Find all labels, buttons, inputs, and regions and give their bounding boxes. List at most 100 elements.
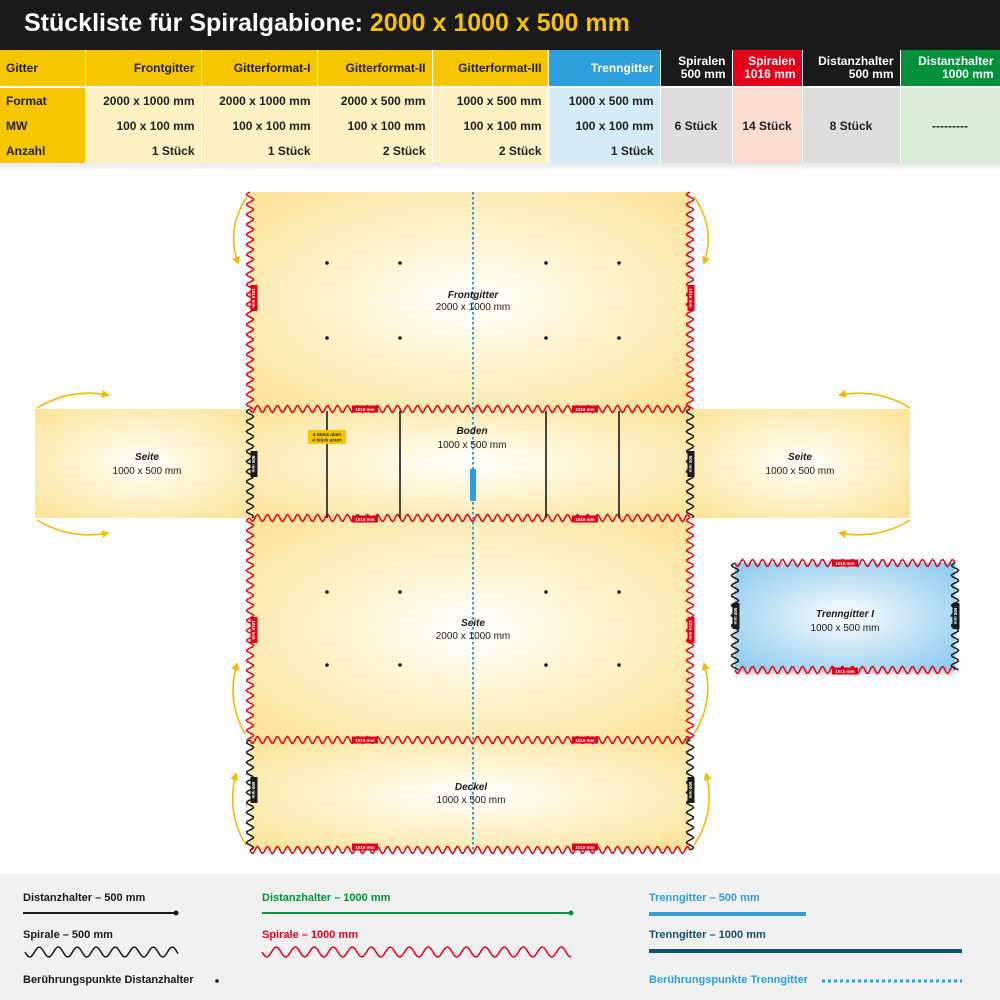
spiral-tag-7: 1016 mm [352,843,378,851]
fold-arrow-6 [838,519,911,539]
cell-spiralen-1016-count: 14 Stück [732,87,803,163]
spiral-deckel-bottom [249,845,691,855]
label-seite-left-name: Seite [135,452,159,463]
fold-arrow-1 [232,196,248,265]
panel-trenngitter [735,563,955,670]
legend-label-beruehrungspunkte-trenngitter: Berührungspunkte Trenngitter [649,974,808,986]
contact-point-6 [398,336,402,340]
distance-note-bottom: 4 Stück unten [312,438,342,443]
fold-arrow-5 [838,389,911,409]
header-gitterformat-1: Gitterformat-I [201,50,318,88]
spiral-tag-bg [352,736,378,744]
label-trenngitter-name: Trenngitter I [816,609,874,620]
label-deckel-name: Deckel [455,782,487,793]
cell-anzahl-frontgitter: 1 Stück [85,138,202,163]
contact-point-11 [544,590,548,594]
cell-mw-gitterformat-1: 100 x 100 mm [201,113,318,138]
contact-point-5 [325,336,329,340]
spiral-boden-left [245,408,255,519]
parts-table: Gitter Frontgitter Gitterformat-I Gitter… [0,50,1000,163]
spiral-tag-label: 1016 mm [835,669,854,674]
spiral-tag-label: 1016 mm [355,845,374,850]
spiral-tag-label: 500 mm [251,782,256,799]
fold-arrow-4 [36,519,110,539]
label-boden-name: Boden [456,426,487,437]
spiral-tag-14: 1016 mm [687,617,695,643]
label-boden-dims: 1000 x 500 mm [438,440,507,451]
cell-format-trenngitter: 1000 x 500 mm [548,87,661,113]
spiral-tag-label: 1016 mm [688,288,693,307]
cell-anzahl-gitterformat-3: 2 Stück [432,138,549,163]
spiral-tag-bg [832,559,858,567]
label-seite-left-dims: 1000 x 500 mm [113,466,182,477]
cell-mw-trenngitter: 100 x 100 mm [548,113,661,138]
spiral-tag-bg [952,603,960,629]
spiral-tag-label: 1016 mm [355,517,374,522]
spiral-tag-13: 1016 mm [250,617,258,643]
spiral-trenn-left [730,562,740,671]
spiral-tag-bg [572,736,598,744]
spiral-tag-label: 1016 mm [575,407,594,412]
distance-note-badge [308,430,346,444]
spiral-boden-bottom [249,513,691,523]
spiral-tag-bg [352,405,378,413]
fold-arrow-9 [230,772,247,846]
legend-panel: Distanzhalter – 500 mm Spirale – 500 mm … [0,874,1000,1000]
label-seite-right-dims: 1000 x 500 mm [766,466,835,477]
panel-seite-right [690,409,910,518]
spiral-tag-bg [687,617,695,643]
label-deckel-dims: 1000 x 500 mm [437,795,506,806]
fold-arrow-10 [693,772,712,846]
contact-point-7 [544,336,548,340]
legend-label-spirale-1000: Spirale – 1000 mm [262,929,359,941]
contact-point-13 [325,663,329,667]
spiral-deckel-top [249,735,691,745]
spiral-tag-8: 1016 mm [572,843,598,851]
legend-distanzhalter-1000-end [568,910,574,916]
spiral-tag-bg [832,667,858,675]
spiral-tag-6: 1016 mm [572,736,598,744]
cell-spiralen-500-count: 6 Stück [660,87,733,163]
spiral-tag-bg [572,843,598,851]
spiral-tag-bg [250,617,258,643]
distance-note-top: 4 Stück oben [313,432,341,437]
cell-format-gitterformat-1: 2000 x 1000 mm [201,87,318,113]
table-shadow [0,163,1000,171]
spiral-tag-bg [250,777,258,803]
spiral-tag-label: 1016 mm [355,738,374,743]
legend-label-spirale-500: Spirale – 500 mm [23,929,113,941]
legend-spirale-1000-wave [261,946,572,958]
spiral-tag-label: 1016 mm [575,738,594,743]
legend-symbols [23,910,962,983]
contact-point-2 [398,261,402,265]
spiral-tag-bg [732,603,740,629]
spiral-boden-top [249,404,691,414]
spiral-tag-label: 1016 mm [251,620,256,639]
cell-anzahl-gitterformat-2: 2 Stück [317,138,433,163]
page-title: Stückliste für Spiralgabione: 2000 x 100… [24,9,630,38]
label-frontgitter-name: Frontgitter [448,290,500,301]
row-label-format: Format [0,87,86,113]
table-row-format: Format 2000 x 1000 mm 2000 x 1000 mm 200… [0,87,1000,163]
spiral-tag-17: 500 mm [250,777,258,803]
contact-point-1 [325,261,329,265]
spiral-tag-bg [687,777,695,803]
spiral-tag-label: 1016 mm [251,288,256,307]
title-main: Stückliste für Spiralgabione: [24,9,363,37]
cell-format-gitterformat-2: 2000 x 500 mm [317,87,433,113]
spiral-tag-bg [572,515,598,523]
header-trenngitter: Trenngitter [548,50,661,88]
spiral-tag-2: 1016 mm [572,405,598,413]
spiral-tag-4: 1016 mm [572,515,598,523]
spiral-tag-label: 500 mm [688,456,693,473]
contact-point-10 [398,590,402,594]
spiral-tag-label: 1016 mm [355,407,374,412]
legend-spirale-500-wave [24,946,179,958]
cell-format-gitterformat-3: 1000 x 500 mm [432,87,549,113]
spiral-tag-10: 1016 mm [832,667,858,675]
header-gitter: Gitter [0,50,86,88]
spiral-tag-16: 500 mm [687,451,695,477]
spiral-tag-label: 500 mm [953,608,958,625]
spiral-tag-5: 1016 mm [352,736,378,744]
